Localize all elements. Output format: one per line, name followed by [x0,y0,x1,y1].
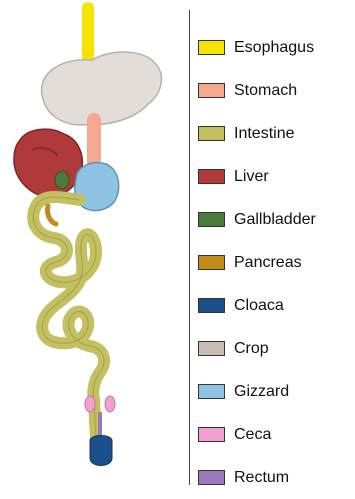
ceca-right [105,396,115,412]
legend-swatch [198,341,225,356]
legend-swatch [198,470,225,485]
legend-label: Cloaca [234,297,284,315]
legend-item: Liver [198,155,355,198]
legend-item: Crop [198,327,355,370]
legend-label: Ceca [234,426,271,444]
legend-label: Gizzard [234,383,289,401]
legend-swatch [198,169,225,184]
legend-label: Gallbladder [234,211,316,229]
legend-divider [189,10,190,485]
legend-item: Ceca [198,413,355,456]
legend-item: Cloaca [198,284,355,327]
legend-swatch [198,427,225,442]
legend-swatch [198,83,225,98]
legend-swatch [198,298,225,313]
legend-label: Stomach [234,82,297,100]
legend-item: Rectum [198,456,355,499]
legend-item: Pancreas [198,241,355,284]
legend-swatch [198,40,225,55]
legend-swatch [198,255,225,270]
legend-label: Liver [234,168,269,186]
legend-label: Esophagus [234,39,314,57]
ceca-left [85,396,95,412]
legend-label: Intestine [234,125,294,143]
legend-item: Gallbladder [198,198,355,241]
legend-item: Esophagus [198,26,355,69]
cloaca [90,436,112,466]
legend-swatch [198,212,225,227]
liver [14,129,82,197]
legend-item: Intestine [198,112,355,155]
legend-label: Crop [234,340,269,358]
legend-item: Gizzard [198,370,355,413]
legend-label: Rectum [234,469,289,487]
gallbladder [55,171,69,189]
pancreas [47,206,56,224]
legend-swatch [198,126,225,141]
legend-label: Pancreas [234,254,302,272]
crop [42,52,162,125]
legend: EsophagusStomachIntestineLiverGallbladde… [198,26,355,499]
digestive-system-illustration [0,0,180,489]
legend-item: Stomach [198,69,355,112]
legend-swatch [198,384,225,399]
